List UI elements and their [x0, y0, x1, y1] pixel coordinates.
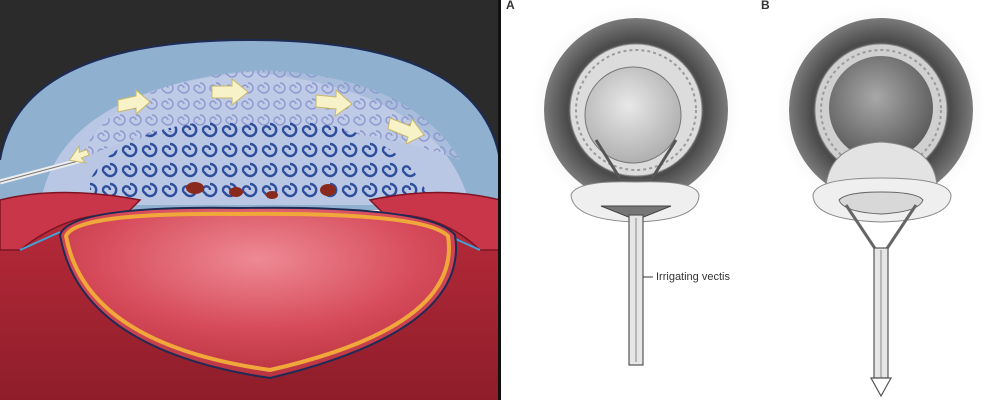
lens-fragment — [266, 191, 278, 199]
lens-fragment — [320, 184, 336, 196]
vectis-loop — [594, 139, 678, 182]
schematic-illustration — [0, 38, 498, 400]
dispersive-viscoelastic — [80, 70, 460, 160]
crystalline-lens — [58, 206, 458, 380]
arrow-icon — [68, 144, 90, 164]
zonule-left — [19, 231, 61, 251]
irrigating-vectis-label: Irrigating vectis — [656, 271, 730, 283]
flow-arrows — [68, 77, 425, 164]
capsulorhexis-edge — [575, 49, 697, 171]
arrow-icon — [211, 77, 249, 107]
panel-b-letter: B — [761, 0, 770, 12]
panel-a-eye — [531, 5, 741, 366]
arrow-icon — [387, 117, 425, 145]
arrow-icon — [117, 88, 151, 116]
capsule-edge — [63, 211, 451, 373]
incision — [570, 181, 700, 223]
viscoelastic-schematic-panel — [0, 0, 500, 400]
lens-nucleus — [584, 66, 682, 164]
arrow-icon — [315, 88, 353, 118]
cohesive-viscoelastic — [90, 118, 430, 200]
pupil — [829, 56, 933, 160]
vectis-illustration — [531, 5, 986, 398]
lens-fragment — [186, 182, 204, 194]
irrigating-vectis-panel: A B — [500, 0, 1000, 400]
panel-a-letter: A — [506, 0, 515, 12]
panel-b-eye — [776, 5, 986, 398]
lens-fragment — [229, 187, 243, 197]
capsulorhexis-edge — [820, 49, 942, 171]
down-arrow-icon — [869, 377, 893, 398]
